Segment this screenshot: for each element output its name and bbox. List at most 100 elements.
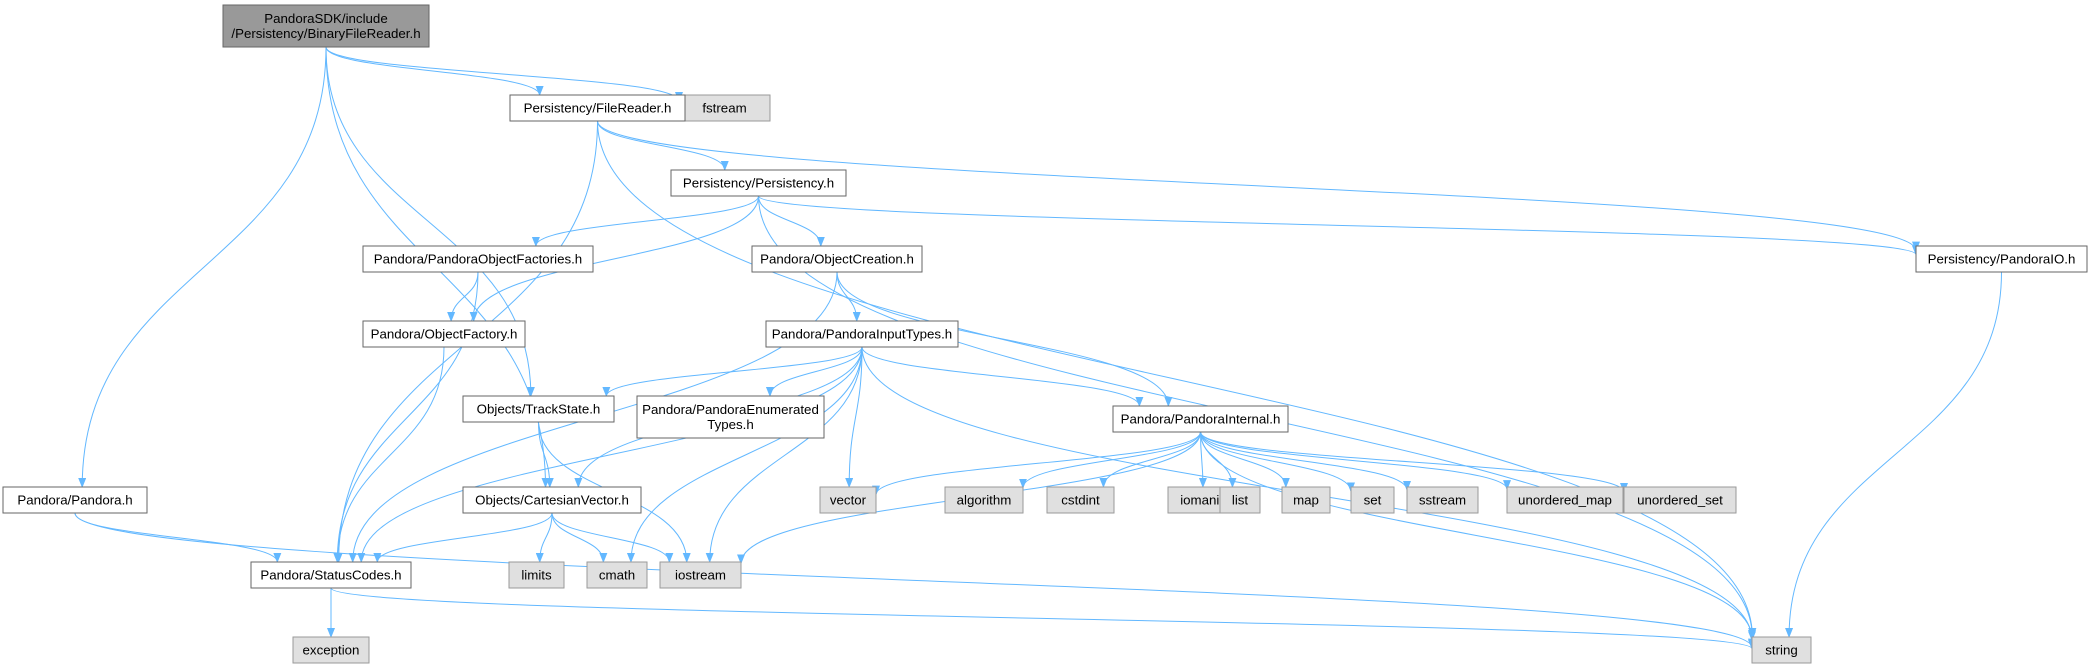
edge-pandorainternal-to-sstream bbox=[1200, 431, 1411, 492]
node-label-cartesianvector: Objects/CartesianVector.h bbox=[475, 493, 629, 508]
node-trackstate[interactable]: Objects/TrackState.h bbox=[462, 395, 615, 423]
edge-pandorainputtypes-to-trackstate bbox=[602, 346, 863, 397]
node-label-string: string bbox=[1765, 643, 1798, 658]
node-box-algorithm bbox=[944, 486, 1024, 514]
node-box-pandoraio bbox=[1915, 245, 2088, 273]
node-string: string bbox=[1751, 636, 1812, 664]
node-label-limits: limits bbox=[521, 568, 552, 583]
edge-pandorainternal-to-unordered_set bbox=[1200, 431, 1628, 494]
node-unordered_map: unordered_map bbox=[1506, 486, 1624, 514]
node-pandoraobjectfactories[interactable]: Pandora/PandoraObjectFactories.h bbox=[362, 245, 594, 273]
node-label-objectcreation: Pandora/ObjectCreation.h bbox=[760, 252, 914, 267]
node-box-objectcreation bbox=[751, 245, 923, 273]
node-box-cartesianvector bbox=[462, 486, 642, 514]
edge-binaryfilereader-to-pandora bbox=[78, 46, 327, 488]
node-unordered_set: unordered_set bbox=[1623, 486, 1737, 514]
edge-cartesianvector-to-iostream bbox=[551, 512, 674, 563]
edge-pandorainputtypes-to-cmath bbox=[626, 346, 863, 563]
edge-pandorainternal-to-cstdint bbox=[1099, 431, 1201, 488]
edge-persistency-to-objectfactory bbox=[469, 195, 759, 322]
node-vector: vector bbox=[819, 486, 877, 514]
edge-objectcreation-to-pandorainputtypes bbox=[836, 271, 861, 322]
node-box-objectfactory bbox=[362, 320, 526, 348]
edge-pandoraobjectfactories-to-objectfactory bbox=[447, 271, 479, 322]
node-objectfactory[interactable]: Pandora/ObjectFactory.h bbox=[362, 320, 526, 348]
node-label-cstdint: cstdint bbox=[1061, 493, 1100, 508]
edge-pandorainternal-to-map bbox=[1200, 431, 1290, 488]
node-box-limits bbox=[508, 561, 565, 589]
node-pandora[interactable]: Pandora/Pandora.h bbox=[2, 486, 148, 514]
node-exception: exception bbox=[292, 636, 370, 664]
node-label-iostream: iostream bbox=[675, 568, 726, 583]
node-box-cmath bbox=[586, 561, 648, 589]
node-box-cstdint bbox=[1046, 486, 1115, 514]
node-label-pandorainternal: Pandora/PandoraInternal.h bbox=[1121, 412, 1281, 427]
edge-persistency-to-pandoraobjectfactories bbox=[531, 195, 759, 247]
edge-filereader-to-persistency bbox=[597, 120, 729, 171]
node-box-statuscodes bbox=[250, 561, 412, 589]
node-box-sstream bbox=[1406, 486, 1479, 514]
edge-pandorainternal-to-unordered_map bbox=[1200, 431, 1511, 491]
node-label-statuscodes: Pandora/StatusCodes.h bbox=[260, 568, 401, 583]
node-pandoraio[interactable]: Persistency/PandoraIO.h bbox=[1915, 245, 2088, 273]
node-label-unordered_map: unordered_map bbox=[1518, 493, 1612, 508]
node-label-binaryfilereader: /Persistency/BinaryFileReader.h bbox=[231, 26, 420, 41]
edge-objectcreation-to-pandorainternal bbox=[836, 271, 1173, 407]
node-algorithm: algorithm bbox=[944, 486, 1024, 514]
node-label-pandora: Pandora/Pandora.h bbox=[17, 493, 132, 508]
node-persistency[interactable]: Persistency/Persistency.h bbox=[670, 169, 847, 197]
node-binaryfilereader[interactable]: PandoraSDK/include/Persistency/BinaryFil… bbox=[222, 4, 430, 48]
edge-cartesianvector-to-cmath bbox=[551, 512, 608, 563]
edge-persistency-to-pandoraio bbox=[758, 195, 1920, 256]
node-box-set bbox=[1350, 486, 1395, 514]
edge-binaryfilereader-to-fstream bbox=[325, 46, 683, 103]
edge-pandorainputtypes-to-vector bbox=[845, 346, 863, 488]
node-box-map bbox=[1281, 486, 1331, 514]
node-label-set: set bbox=[1364, 493, 1382, 508]
node-label-cmath: cmath bbox=[599, 568, 635, 583]
node-sstream: sstream bbox=[1406, 486, 1479, 514]
node-label-algorithm: algorithm bbox=[957, 493, 1012, 508]
node-objectcreation[interactable]: Pandora/ObjectCreation.h bbox=[751, 245, 923, 273]
node-label-pandoraio: Persistency/PandoraIO.h bbox=[1928, 252, 2076, 267]
node-label-pandorainputtypes: Pandora/PandoraInputTypes.h bbox=[772, 327, 952, 342]
edge-persistency-to-objectcreation bbox=[758, 195, 825, 247]
edge-pandorainternal-to-vector bbox=[872, 431, 1201, 496]
node-label-binaryfilereader: PandoraSDK/include bbox=[264, 11, 387, 26]
node-fstream: fstream bbox=[678, 94, 771, 122]
node-label-list: list bbox=[1232, 493, 1249, 508]
edge-pandora-to-string bbox=[74, 512, 1756, 649]
edge-cartesianvector-to-statuscodes bbox=[373, 512, 553, 563]
node-label-vector: vector bbox=[830, 493, 867, 508]
node-box-vector bbox=[819, 486, 877, 514]
node-label-pandoraobjectfactories: Pandora/PandoraObjectFactories.h bbox=[374, 252, 582, 267]
edge-pandorainputtypes-to-iostream bbox=[705, 346, 863, 563]
node-label-pandoraenumeratedtypes: Types.h bbox=[707, 417, 754, 432]
node-box-pandora bbox=[2, 486, 148, 514]
node-label-objectfactory: Pandora/ObjectFactory.h bbox=[371, 327, 518, 342]
node-box-trackstate bbox=[462, 395, 615, 423]
node-label-filereader: Persistency/FileReader.h bbox=[524, 101, 672, 116]
edge-filereader-to-pandoraio bbox=[597, 120, 1920, 252]
node-label-sstream: sstream bbox=[1419, 493, 1466, 508]
node-box-iostream bbox=[659, 561, 742, 589]
node-pandorainternal[interactable]: Pandora/PandoraInternal.h bbox=[1112, 405, 1289, 433]
nodes: PandoraSDK/include/Persistency/BinaryFil… bbox=[2, 4, 2088, 664]
node-cartesianvector[interactable]: Objects/CartesianVector.h bbox=[462, 486, 642, 514]
node-label-fstream: fstream bbox=[702, 101, 746, 116]
edge-pandora-to-statuscodes bbox=[74, 512, 282, 563]
node-filereader[interactable]: Persistency/FileReader.h bbox=[509, 94, 686, 122]
node-pandorainputtypes[interactable]: Pandora/PandoraInputTypes.h bbox=[765, 320, 959, 348]
edge-filereader-to-string bbox=[597, 120, 1757, 638]
edge-objectfactory-to-statuscodes bbox=[333, 346, 445, 563]
node-statuscodes[interactable]: Pandora/StatusCodes.h bbox=[250, 561, 412, 589]
node-box-filereader bbox=[509, 94, 686, 122]
edge-pandorainternal-to-algorithm bbox=[1019, 431, 1201, 489]
edge-pandorainternal-to-set bbox=[1200, 431, 1355, 493]
node-map: map bbox=[1281, 486, 1331, 514]
edge-binaryfilereader-to-filereader bbox=[325, 46, 544, 96]
edge-pandoraio-to-string bbox=[1785, 271, 2002, 638]
node-box-persistency bbox=[670, 169, 847, 197]
